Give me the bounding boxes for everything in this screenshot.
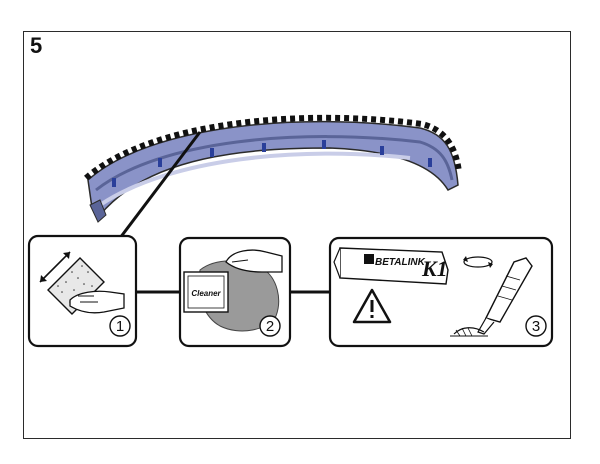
step-number-3: 3 <box>532 318 540 335</box>
adhesive-tube-icon: BETALINK K1 <box>333 247 449 285</box>
pointer-line <box>118 131 202 239</box>
rotate-arrows-icon <box>463 256 493 268</box>
step-number-2: 2 <box>266 318 274 335</box>
step-panel-3: BETALINK K1 3 <box>328 236 554 348</box>
sponge-icon <box>39 251 125 315</box>
warning-triangle-icon <box>352 288 392 324</box>
step-number: 5 <box>30 33 43 58</box>
trim-part-illustration <box>84 114 462 223</box>
diagram-frame <box>23 31 571 439</box>
cleaner-wipe-icon: Cleaner <box>183 249 283 332</box>
cleaner-label: Cleaner <box>191 289 221 298</box>
step-panel-1: 1 <box>27 234 138 348</box>
step-number-1: 1 <box>116 318 124 335</box>
product-label: K1 <box>421 256 448 281</box>
step-panel-2: Cleaner 2 <box>178 236 292 348</box>
brand-label: BETALINK <box>375 257 426 268</box>
caulking-gun-icon <box>450 257 533 337</box>
